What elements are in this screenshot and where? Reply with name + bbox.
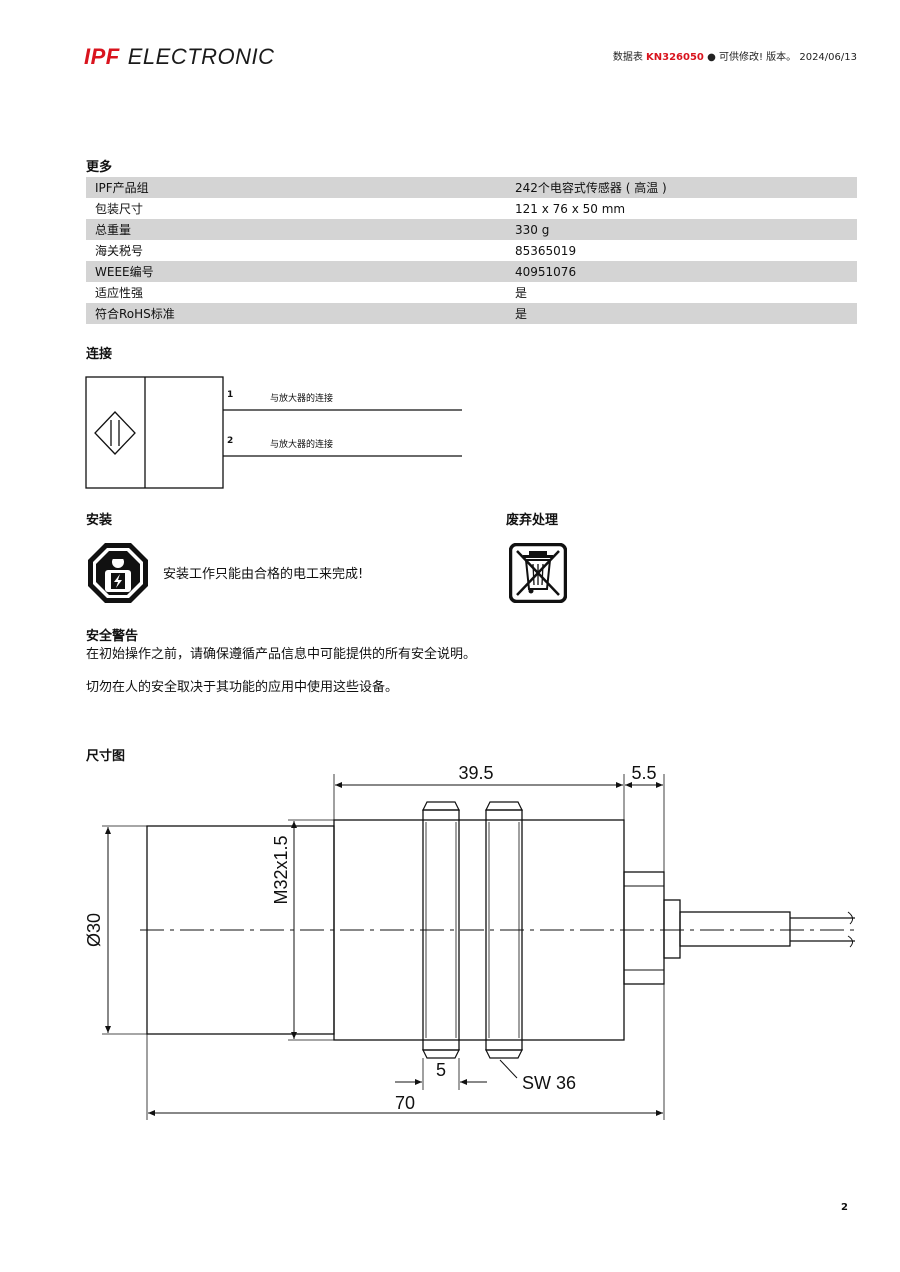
table-row: 总重量 330 g bbox=[86, 219, 857, 240]
dim-5-label: 5 bbox=[436, 1060, 446, 1080]
sw-leader bbox=[499, 1059, 518, 1079]
row-value: 是 bbox=[515, 286, 528, 300]
dimension-drawing: 39.5 5.5 70 5 SW 36 Ø30 M32x1.5 bbox=[84, 763, 860, 1120]
dim-sw-label: SW 36 bbox=[522, 1073, 576, 1093]
dim-70-label: 70 bbox=[395, 1093, 415, 1113]
dim-thread-label: M32x1.5 bbox=[271, 835, 291, 904]
dim-39-5-label: 39.5 bbox=[458, 763, 493, 783]
install-title: 安装 bbox=[86, 513, 113, 528]
row-value: 121 x 76 x 50 mm bbox=[515, 201, 626, 216]
row-value: 242个电容式传感器 ( 高温 ) bbox=[515, 181, 667, 195]
company-logo: IPF ELECTRONIC bbox=[84, 44, 275, 70]
weee-bin-icon bbox=[509, 543, 567, 603]
pin-label: 与放大器的连接 bbox=[270, 394, 334, 404]
row-key: WEEE编号 bbox=[95, 265, 154, 279]
cable-gland bbox=[663, 899, 681, 959]
dimensions-title: 尺寸图 bbox=[86, 749, 126, 764]
more-table: IPF产品组 242个电容式传感器 ( 高温 ) 包装尺寸 121 x 76 x 5… bbox=[86, 177, 857, 324]
install-text: 安装工作只能由合格的电工来完成! bbox=[163, 567, 364, 582]
row-key: 总重量 bbox=[95, 223, 132, 237]
doc-note: ● 可供修改! 版本。 2024/06/13 bbox=[707, 52, 857, 63]
connection-title: 连接 bbox=[86, 347, 113, 362]
table-row: WEEE编号 40951076 bbox=[86, 261, 857, 282]
row-value: 40951076 bbox=[515, 264, 577, 279]
cable-sleeve bbox=[679, 911, 791, 947]
doc-label: 数据表 bbox=[612, 52, 643, 63]
electrician-icon bbox=[88, 543, 148, 603]
pin-number: 1 bbox=[227, 390, 234, 400]
row-key: 适应性强 bbox=[95, 286, 144, 300]
rear-cap bbox=[623, 871, 665, 985]
capacitive-sensor-icon bbox=[94, 411, 136, 455]
pin-number: 2 bbox=[227, 436, 234, 446]
row-value: 85365019 bbox=[515, 243, 577, 258]
table-row: 符合RoHS标准 是 bbox=[86, 303, 857, 324]
row-value: 是 bbox=[515, 307, 528, 321]
row-key: IPF产品组 bbox=[95, 181, 149, 195]
pin-label: 与放大器的连接 bbox=[270, 440, 334, 450]
doc-header-info: 数据表 KN326050 ● 可供修改! 版本。 2024/06/13 bbox=[613, 48, 857, 63]
row-value: 330 g bbox=[515, 222, 550, 237]
page-number: 2 bbox=[841, 1202, 848, 1213]
table-row: 适应性强 是 bbox=[86, 282, 857, 303]
row-key: 海关税号 bbox=[95, 244, 144, 258]
logo-text: ELECTRONIC bbox=[127, 44, 275, 69]
doc-code: KN326050 bbox=[646, 52, 704, 63]
safety-line-1: 在初始操作之前，请确保遵循产品信息中可能提供的所有安全说明。 bbox=[86, 647, 477, 662]
row-key: 符合RoHS标准 bbox=[95, 307, 175, 321]
safety-line-2: 切勿在人的安全取决于其功能的应用中使用这些设备。 bbox=[86, 680, 399, 695]
connection-diagram bbox=[85, 376, 462, 489]
safety-title: 安全警告 bbox=[86, 629, 139, 644]
row-key: 包装尺寸 bbox=[95, 202, 144, 216]
disposal-title: 废弃处理 bbox=[506, 513, 559, 528]
table-row: 包装尺寸 121 x 76 x 50 mm bbox=[86, 198, 857, 219]
more-title: 更多 bbox=[86, 160, 113, 175]
dim-5-5-label: 5.5 bbox=[631, 763, 656, 783]
table-row: 海关税号 85365019 bbox=[86, 240, 857, 261]
nut-2 bbox=[485, 801, 523, 1059]
dim-dia-label: Ø30 bbox=[84, 913, 104, 947]
table-row: IPF产品组 242个电容式传感器 ( 高温 ) bbox=[86, 177, 857, 198]
logo-brand: IPF bbox=[84, 44, 120, 69]
nut-1 bbox=[422, 801, 460, 1059]
